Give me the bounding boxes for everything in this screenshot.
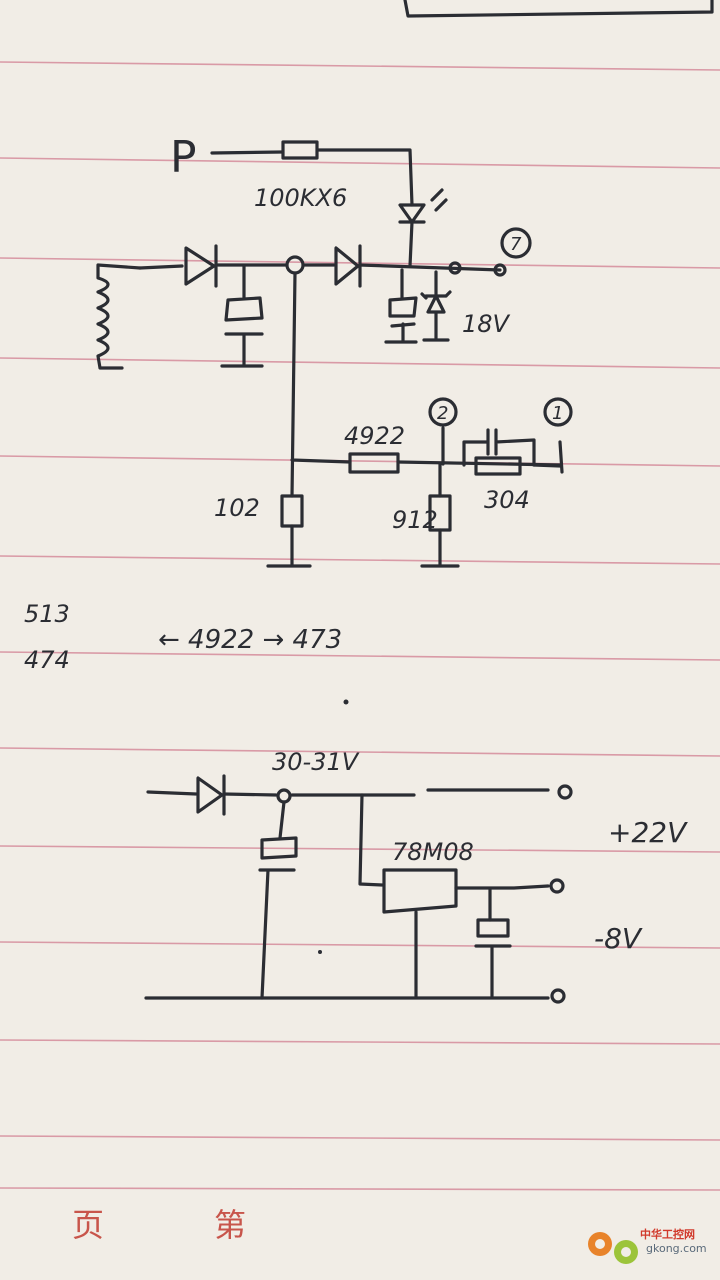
junction-node	[285, 255, 305, 275]
note-value-b: 474	[24, 646, 70, 674]
watermark-cn: 中华工控网	[640, 1227, 695, 1241]
resistor-100k-label: 100KX6	[254, 184, 347, 212]
resistor-304	[474, 456, 522, 476]
node-1-label: 1	[552, 403, 563, 424]
node-7-circle	[500, 227, 532, 259]
capacitor-3	[258, 836, 298, 1000]
note-value-a: 513	[24, 600, 70, 628]
node-1-circle	[543, 397, 573, 427]
ink-dot	[343, 699, 349, 705]
r-912-label: 912	[392, 506, 438, 534]
r-series-label: 4922	[344, 422, 405, 450]
regulator-feed	[358, 793, 384, 887]
output-minus-label: -8V	[594, 922, 643, 955]
note-range-line: ← 4922 → 473	[158, 625, 342, 655]
resistor-100k	[281, 140, 319, 160]
footer-mark-2: 第	[214, 1206, 246, 1244]
regulator-label: 78M08	[392, 838, 474, 866]
resistor-4922	[348, 452, 400, 474]
node-7-label: 7	[510, 234, 522, 255]
output-plus-label: +22V	[608, 816, 688, 849]
voltage-label: 30-31V	[272, 748, 360, 776]
node-2-label: 2	[437, 403, 448, 424]
output-terminal-22v	[557, 784, 573, 800]
main-rail	[138, 263, 502, 272]
regulator-78m08	[382, 868, 458, 914]
input-rail	[146, 788, 550, 797]
p-wire	[210, 148, 414, 207]
capacitor-4	[474, 918, 512, 998]
r-304-label: 304	[484, 486, 530, 514]
ink-dot	[318, 950, 322, 954]
footer-mark-1: 页	[72, 1206, 104, 1244]
top-box-fragment	[403, 0, 714, 18]
rc-parallel	[462, 428, 536, 467]
diode-3	[196, 774, 226, 816]
node-2-circle	[428, 397, 458, 427]
zener-label: 18V	[462, 310, 511, 338]
output-node-7	[448, 261, 462, 275]
watermark: 中华工控网 gkong.com	[588, 1227, 707, 1264]
capacitor-2	[384, 268, 418, 344]
output-terminal-8v	[549, 878, 565, 894]
zener-18v	[420, 270, 452, 342]
r-102-label: 102	[214, 494, 260, 522]
p-label: P	[170, 132, 197, 183]
diode-1	[184, 244, 218, 288]
input-node	[276, 788, 292, 804]
diode-2	[334, 244, 362, 288]
capacitor-1	[220, 264, 264, 368]
circuit-1	[96, 140, 573, 568]
resistor-102	[280, 494, 304, 528]
ruled-lines	[0, 61, 720, 1191]
coil-symbol	[96, 263, 142, 370]
circuit-2	[144, 774, 573, 1004]
output-terminal-7	[493, 263, 507, 277]
led-symbol	[398, 188, 448, 268]
ground-terminal	[550, 988, 566, 1004]
watermark-url: gkong.com	[646, 1242, 707, 1255]
